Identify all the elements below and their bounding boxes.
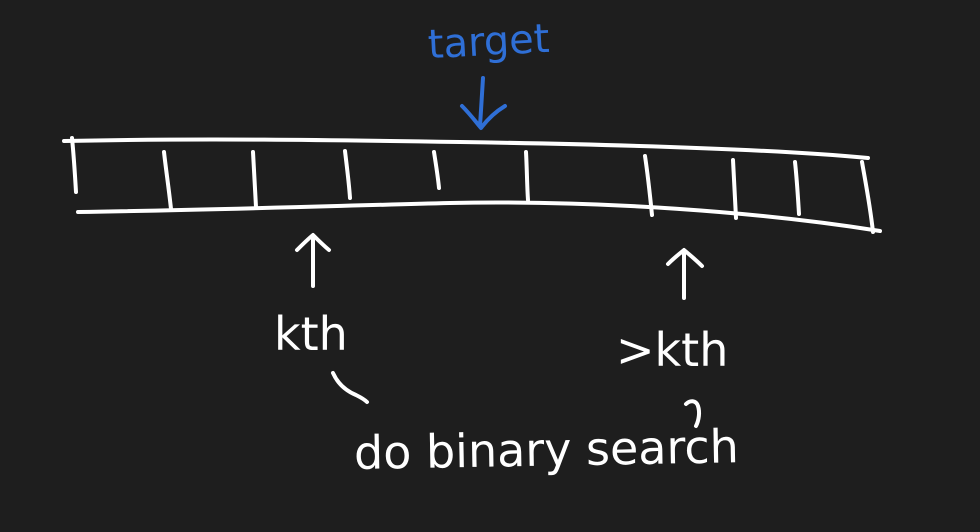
array-divider-10	[860, 160, 875, 234]
greater-kth-pointer: >kth	[616, 248, 728, 377]
binary-search-note: do binary search	[354, 419, 740, 480]
array-divider-1	[70, 136, 78, 194]
target-pointer: target	[427, 16, 551, 130]
greater-kth-label: >kth	[616, 323, 728, 377]
array-bottom-edge	[76, 200, 882, 233]
target-arrow-icon	[460, 76, 507, 130]
kth-connector-stroke	[331, 371, 369, 404]
array-strip	[62, 136, 882, 234]
greater-kth-arrow-icon	[666, 248, 704, 300]
array-top-edge	[62, 137, 870, 160]
kth-pointer: kth	[274, 233, 348, 361]
kth-label: kth	[274, 307, 348, 361]
kth-arrow-icon	[295, 233, 331, 288]
array-divider-9	[793, 160, 801, 216]
array-divider-4	[343, 149, 352, 200]
array-divider-8	[731, 158, 738, 220]
array-divider-3	[251, 150, 258, 209]
target-label: target	[427, 16, 551, 68]
array-divider-7	[643, 154, 654, 217]
array-divider-5	[432, 150, 441, 190]
array-divider-6	[524, 150, 530, 202]
array-divider-2	[162, 150, 173, 211]
greater-kth-connector-stroke	[684, 399, 702, 428]
